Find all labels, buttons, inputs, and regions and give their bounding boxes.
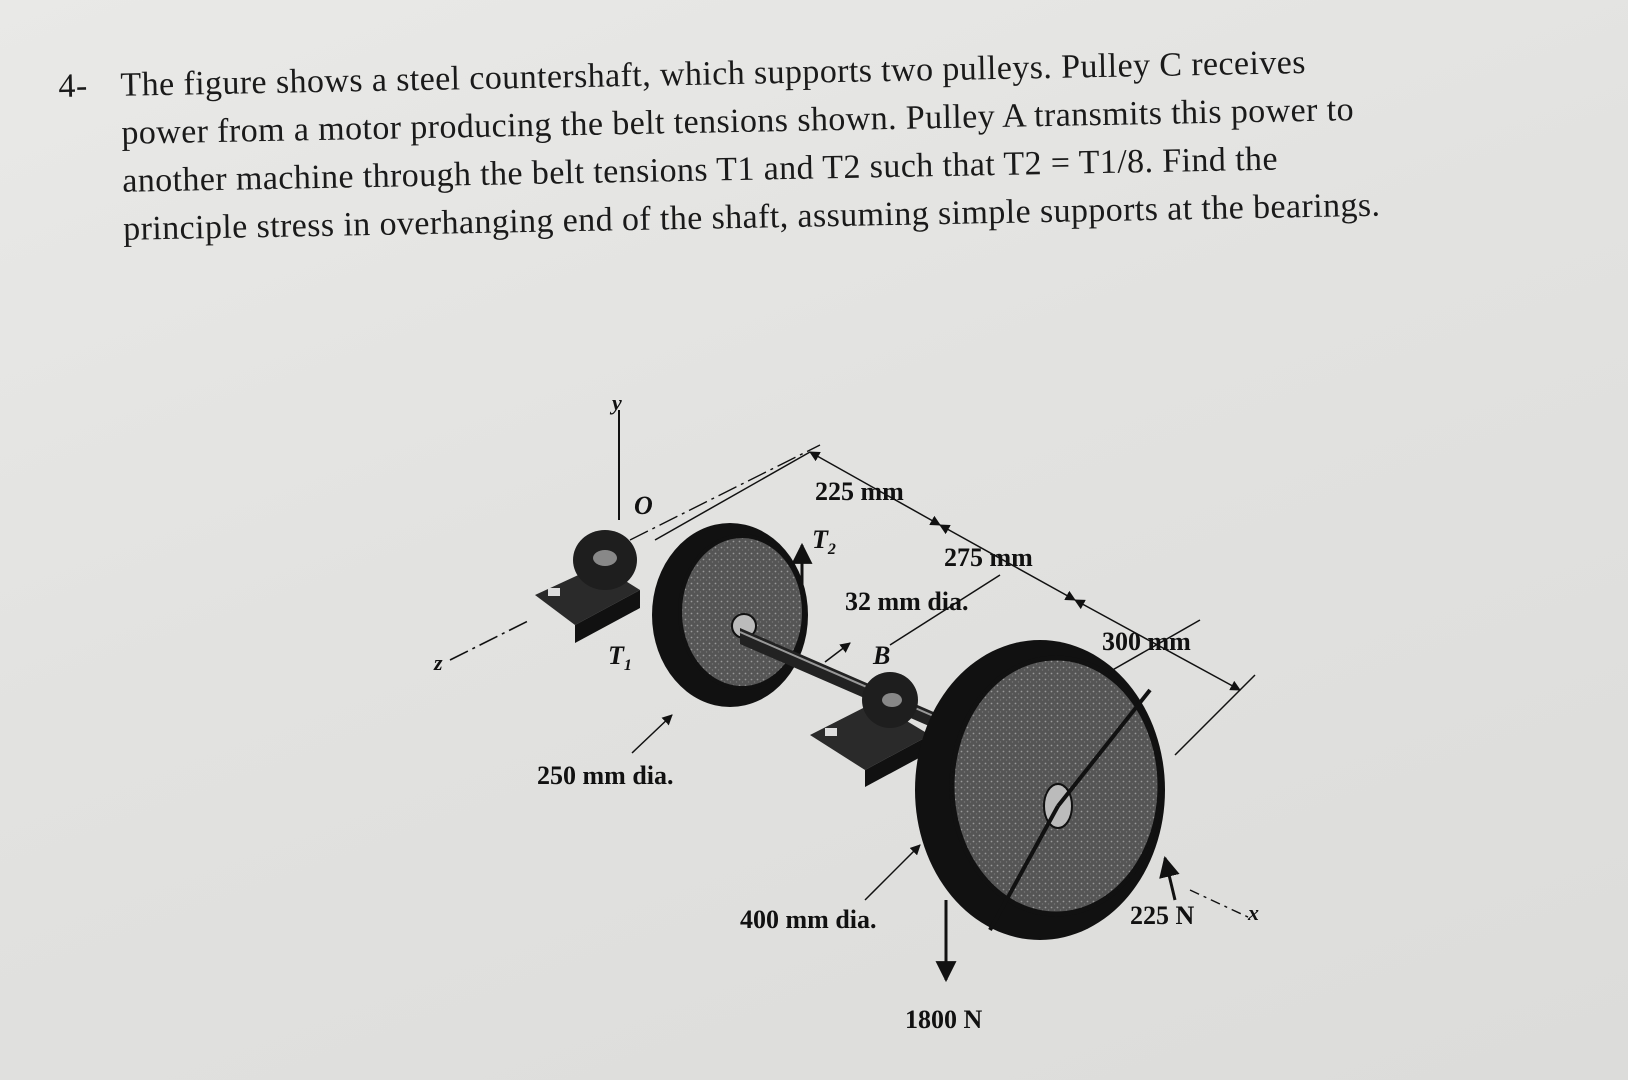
shaft-dia-label: 32 mm dia. bbox=[845, 587, 969, 616]
axis-y-label: y bbox=[609, 390, 622, 415]
axis-z-label: z bbox=[433, 650, 443, 675]
dim-275-label: 275 mm bbox=[944, 543, 1033, 572]
pulley-a-dia-label: 250 mm dia. bbox=[537, 761, 674, 790]
pulley-a bbox=[652, 523, 808, 707]
left-bearing bbox=[535, 530, 640, 643]
bearing-b bbox=[810, 672, 930, 787]
point-b-label: B bbox=[872, 641, 890, 670]
pulley-c bbox=[915, 640, 1165, 940]
pulley-c-dia-label: 400 mm dia. bbox=[740, 905, 877, 934]
force-225-label: 225 N bbox=[1130, 901, 1195, 930]
tension-t1-label: T1 bbox=[608, 641, 632, 674]
axis-lines bbox=[449, 410, 1251, 919]
axis-x-label: x bbox=[1247, 900, 1259, 925]
dim-300-label: 300 mm bbox=[1102, 627, 1191, 656]
tension-t2-label: T2 bbox=[812, 525, 836, 558]
dimension-lines bbox=[631, 451, 1256, 901]
dim-225-label: 225 mm bbox=[815, 477, 904, 506]
origin-label: O bbox=[634, 491, 653, 520]
force-arrows bbox=[791, 542, 1180, 983]
force-1800-label: 1800 N bbox=[905, 1005, 983, 1034]
